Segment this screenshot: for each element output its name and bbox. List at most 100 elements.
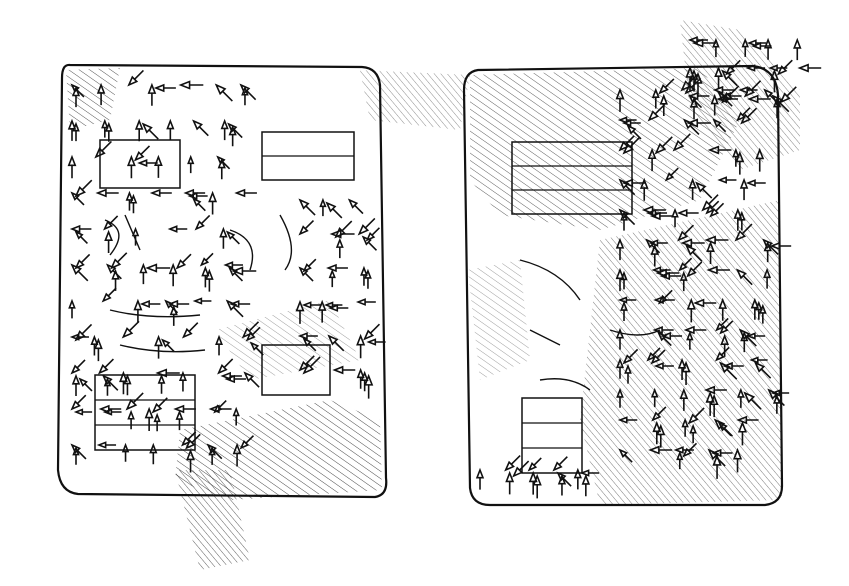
cuneiform-wedge xyxy=(776,59,793,76)
cuneiform-wedge xyxy=(755,300,763,320)
cuneiform-wedge xyxy=(709,202,725,218)
cuneiform-wedge xyxy=(215,334,223,356)
cuneiform-wedge xyxy=(651,87,660,109)
cuneiform-wedge xyxy=(689,423,697,444)
cuneiform-wedge xyxy=(363,323,381,341)
cuneiform-wedge xyxy=(650,243,660,267)
cuneiform-wedge xyxy=(648,239,668,247)
reverse-sign-rows xyxy=(475,36,822,499)
cuneiform-wedge xyxy=(360,370,369,392)
cuneiform-wedge xyxy=(208,190,218,215)
cuneiform-wedge xyxy=(101,374,119,391)
cuneiform-wedge xyxy=(686,261,703,278)
cuneiform-wedge xyxy=(738,210,746,231)
cuneiform-wedge xyxy=(232,406,240,426)
obverse-damage-top xyxy=(66,68,120,130)
cuneiform-wedge xyxy=(74,323,93,342)
cuneiform-wedge xyxy=(649,211,673,221)
cuneiform-wedge xyxy=(654,136,673,155)
cuneiform-wedge xyxy=(295,299,305,324)
cuneiform-wedge xyxy=(573,467,582,490)
cuneiform-wedge xyxy=(133,145,151,162)
cuneiform-wedge xyxy=(96,82,106,106)
obverse-sign-rows xyxy=(67,69,386,473)
cuneiform-wedge xyxy=(121,442,130,462)
cuneiform-wedge xyxy=(227,266,244,282)
cuneiform-wedge xyxy=(223,261,244,269)
cuneiform-wedge xyxy=(365,227,380,242)
cuneiform-wedge xyxy=(153,83,176,93)
cuneiform-wedge xyxy=(199,252,214,267)
cuneiform-wedge xyxy=(617,416,638,424)
cuneiform-wedge xyxy=(743,80,762,98)
cuneiform-wedge xyxy=(712,37,720,58)
cuneiform-wedge xyxy=(620,210,628,231)
cuneiform-wedge xyxy=(622,348,639,365)
cuneiform-wedge xyxy=(119,370,128,395)
cuneiform-wedge xyxy=(232,442,242,467)
cuneiform-wedge xyxy=(297,332,318,340)
cuneiform-wedge xyxy=(104,229,113,254)
cuneiform-wedge xyxy=(741,37,749,57)
cuneiform-wedge xyxy=(94,140,112,159)
obverse-panel xyxy=(56,63,470,570)
cuneiform-wedge xyxy=(147,82,157,106)
cuneiform-wedge xyxy=(650,387,659,408)
cuneiform-wedge xyxy=(302,356,321,375)
cuneiform-wedge xyxy=(161,338,175,353)
obverse-damage-mid xyxy=(215,300,360,380)
cuneiform-wedge xyxy=(225,230,240,245)
cuneiform-wedge xyxy=(710,93,719,116)
cuneiform-wedge xyxy=(512,460,530,478)
cuneiform-wedge xyxy=(104,121,113,142)
cuneiform-wedge xyxy=(154,334,164,359)
cuneiform-wedge xyxy=(178,370,187,392)
cuneiform-wedge xyxy=(650,349,666,365)
cuneiform-wedge xyxy=(695,181,713,199)
cuneiform-wedge xyxy=(154,154,163,178)
cuneiform-wedge xyxy=(73,408,93,416)
cuneiform-wedge xyxy=(747,94,771,104)
cuneiform-wedge xyxy=(356,367,365,389)
cuneiform-wedge xyxy=(187,154,195,174)
cuneiform-wedge xyxy=(243,371,260,388)
cuneiform-wedge xyxy=(651,406,667,422)
cuneiform-wedge xyxy=(186,448,195,473)
obverse-damage-right xyxy=(360,70,470,130)
cuneiform-wedge xyxy=(144,406,154,431)
cuneiform-wedge xyxy=(691,38,716,48)
cuneiform-wedge xyxy=(721,85,740,104)
obverse-damage-tail xyxy=(175,470,250,570)
cuneiform-wedge xyxy=(753,361,772,379)
cuneiform-wedge xyxy=(134,118,144,142)
cuneiform-wedge xyxy=(679,270,688,292)
cuneiform-wedge xyxy=(145,263,171,273)
cuneiform-wedge xyxy=(70,443,87,460)
cuneiform-wedge xyxy=(355,298,376,306)
cuneiform-wedge xyxy=(241,321,260,339)
cuneiform-wedge xyxy=(758,303,767,324)
cuneiform-wedge xyxy=(90,334,99,356)
cuneiform-wedge xyxy=(327,304,349,312)
cuneiform-wedge xyxy=(224,374,247,384)
cuneiform-wedge xyxy=(205,268,214,292)
cuneiform-wedge xyxy=(245,326,261,342)
cuneiform-wedge xyxy=(239,83,257,101)
cuneiform-wedge xyxy=(505,470,515,495)
cuneiform-wedge xyxy=(334,220,353,239)
cuneiform-wedge xyxy=(347,198,364,215)
cuneiform-wedge xyxy=(645,208,668,218)
cuneiform-wedge xyxy=(239,435,255,450)
cuneiform-wedge xyxy=(192,197,206,212)
cuneiform-wedge xyxy=(770,68,779,93)
cuneiform-wedge xyxy=(770,389,790,397)
cuneiform-wedge xyxy=(173,404,196,414)
cuneiform-wedge xyxy=(214,83,233,102)
cuneiform-wedge xyxy=(616,387,624,408)
cuneiform-wedge xyxy=(646,347,661,362)
cuneiform-wedge xyxy=(178,80,204,90)
obverse-box-4 xyxy=(94,374,196,451)
cuneiform-wedge xyxy=(715,317,729,332)
cuneiform-wedge xyxy=(78,377,93,392)
